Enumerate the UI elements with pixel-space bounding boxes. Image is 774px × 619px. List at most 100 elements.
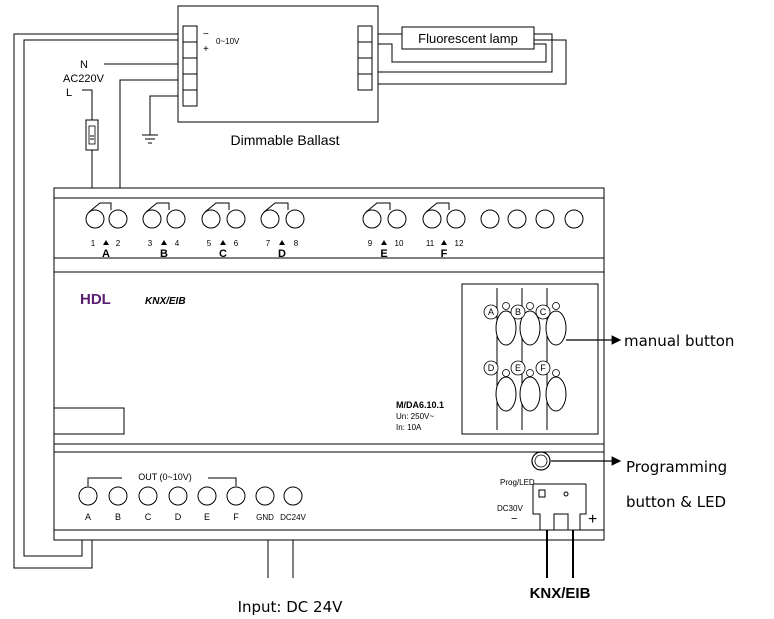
output-terminal-label: GND (256, 513, 274, 522)
relay-number: 12 (455, 239, 464, 248)
dimmable-ballast (177, 5, 379, 123)
manual-button-c[interactable] (545, 310, 567, 346)
button-letter: E (515, 363, 521, 373)
manual-button-a[interactable] (495, 310, 517, 346)
channel-letter: D (278, 248, 286, 260)
relay-terminal[interactable] (108, 209, 128, 229)
relay-number: 7 (266, 239, 271, 248)
relay-terminal[interactable] (201, 209, 221, 229)
output-terminal[interactable] (168, 486, 188, 506)
relay-terminal[interactable] (142, 209, 162, 229)
out-label: OUT (0~10V) (138, 472, 192, 482)
manual-button-e[interactable] (519, 376, 541, 412)
channel-leds (502, 302, 560, 377)
channel-led (552, 302, 560, 310)
relay-terminal[interactable] (260, 209, 280, 229)
fuse (85, 119, 99, 151)
output-terminal[interactable] (283, 486, 303, 506)
relay-number: 8 (294, 239, 299, 248)
spare-terminal (535, 209, 555, 229)
channel-led (502, 369, 510, 377)
channel-led (552, 369, 560, 377)
lamp-label: Fluorescent lamp (418, 31, 518, 46)
relay-number: 3 (148, 239, 153, 248)
relay-terminal[interactable] (166, 209, 186, 229)
out-bracket (87, 477, 122, 486)
relay-number: 9 (368, 239, 373, 248)
relay-triangles (103, 240, 447, 245)
dc-minus: − (511, 513, 517, 525)
knx-eib-label: KNX/EIB (530, 585, 591, 602)
outer-wiring (13, 33, 567, 578)
channel-led (526, 302, 534, 310)
ballast-minus: − (203, 29, 209, 40)
output-terminal-label: C (145, 512, 152, 522)
button-letter: F (540, 363, 546, 373)
relay-number: 5 (207, 239, 212, 248)
relay-terminal[interactable] (85, 209, 105, 229)
channel-letter: B (160, 248, 168, 260)
relay-number: 11 (426, 239, 435, 248)
spare-terminal (507, 209, 527, 229)
relay-terminal[interactable] (362, 209, 382, 229)
dimmer-module (53, 187, 605, 541)
manual-button-f[interactable] (545, 376, 567, 412)
output-terminal[interactable] (197, 486, 217, 506)
output-terminal[interactable] (78, 486, 98, 506)
relay-contacts (88, 202, 450, 213)
relay-terminal[interactable] (285, 209, 305, 229)
output-terminal-label: F (233, 512, 239, 522)
lamp-box (401, 26, 535, 50)
knx-eib-logo: KNX/EIB (145, 296, 186, 307)
button-letter-badges (483, 304, 551, 376)
channel-led (526, 369, 534, 377)
relay-terminal[interactable] (446, 209, 466, 229)
button-letter: D (488, 363, 495, 373)
brand-logo: HDL (80, 291, 111, 308)
output-terminals (78, 486, 303, 506)
relay-number: 10 (395, 239, 404, 248)
mains-l-label: L (66, 87, 72, 99)
button-letter: C (540, 307, 547, 317)
relay-number: 6 (234, 239, 239, 248)
relay-number: 2 (116, 239, 121, 248)
spare-terminal (480, 209, 500, 229)
mains-ac-label: AC220V (63, 73, 105, 85)
manual-buttons (495, 310, 567, 412)
rating-current: In: 10A (396, 423, 422, 432)
manual-button-d[interactable] (495, 376, 517, 412)
ballast-plus: + (203, 44, 209, 55)
channel-led (502, 302, 510, 310)
programming-callout-line1: Programming (626, 458, 727, 476)
relay-terminals (85, 209, 584, 229)
programming-led (534, 454, 548, 468)
programming-callout-line2: button & LED (626, 493, 726, 511)
button-letters: A B C D E F (488, 307, 547, 373)
channel-letter: E (380, 248, 387, 260)
relay-terminal[interactable] (422, 209, 442, 229)
relay-number: 1 (91, 239, 96, 248)
mains-n-label: N (80, 59, 88, 71)
output-terminal-labels: A B C D E F GND DC24V (85, 512, 307, 522)
output-terminal-label: E (204, 512, 210, 522)
relay-numbers: 1 2 3 4 5 6 7 8 9 10 11 12 (91, 239, 464, 248)
out-bracket (208, 477, 237, 486)
button-letter: B (515, 307, 521, 317)
rating-voltage: Un: 250V~ (396, 412, 434, 421)
output-terminal[interactable] (138, 486, 158, 506)
output-terminal-label: DC24V (280, 513, 306, 522)
channel-letter: C (219, 248, 227, 260)
channel-letter: F (441, 248, 448, 260)
relay-terminal[interactable] (387, 209, 407, 229)
channel-letters: A B C D E F (102, 248, 448, 260)
manual-button-b[interactable] (519, 310, 541, 346)
output-terminal[interactable] (226, 486, 246, 506)
output-terminal[interactable] (255, 486, 275, 506)
relay-number: 4 (175, 239, 180, 248)
output-terminal-label: B (115, 512, 121, 522)
output-terminal-label: A (85, 512, 91, 522)
ballast-dim-label: 0~10V (216, 37, 240, 46)
relay-terminal[interactable] (226, 209, 246, 229)
output-terminal[interactable] (108, 486, 128, 506)
